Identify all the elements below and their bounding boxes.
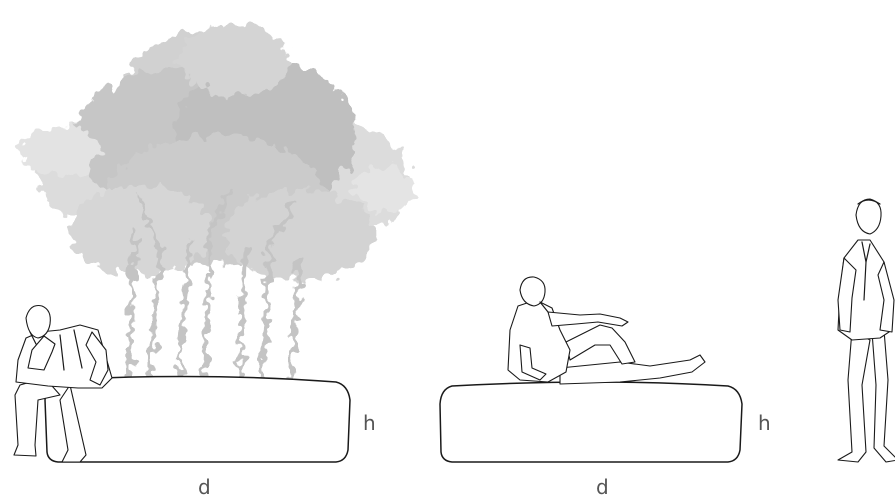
tree-canopy [20,25,415,280]
tree-trunks [125,187,303,388]
bench-right-depth-label: d [596,475,609,499]
bench-left-height-label: h [363,411,376,435]
bench-right [439,381,743,463]
bench-left-depth-label: d [198,475,211,499]
seated-man-figure [13,304,113,463]
tree-illustration [20,25,415,388]
standing-man-figure [837,198,895,463]
bench-left [44,375,351,463]
reclining-man-figure [507,276,706,385]
bench-right-height-label: h [758,411,771,435]
